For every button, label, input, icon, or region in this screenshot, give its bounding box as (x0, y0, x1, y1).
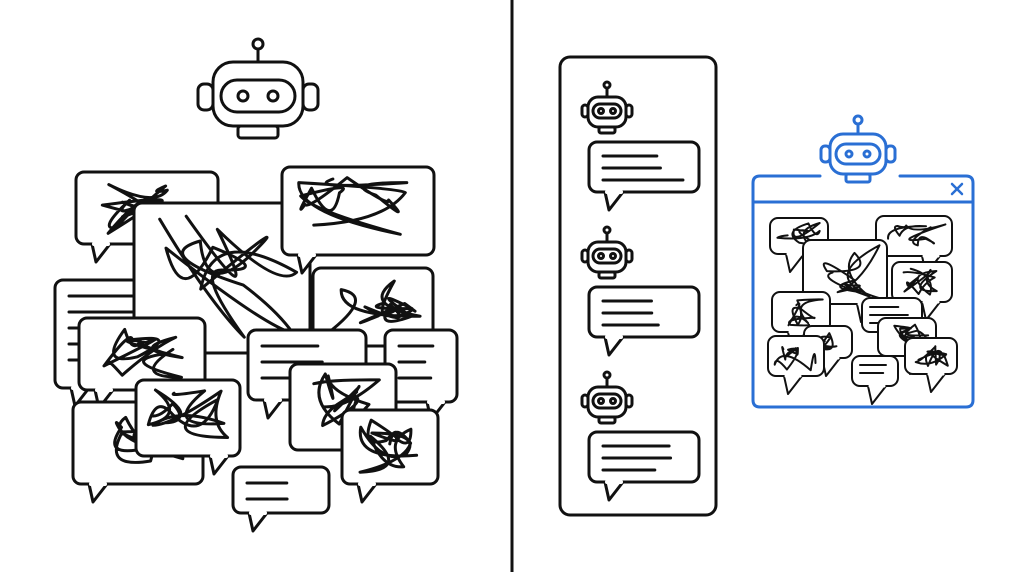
tangled-bubble-cluster (53, 165, 459, 533)
scribble (887, 223, 947, 247)
speech-bubble (851, 355, 899, 405)
speech-bubble (311, 266, 435, 366)
scribble (822, 244, 881, 300)
scribble (102, 327, 184, 379)
speech-bubble (767, 335, 825, 395)
close-icon[interactable] (950, 182, 964, 196)
scribble (297, 176, 409, 236)
speech-bubble (587, 430, 701, 502)
speech-bubble (231, 465, 331, 533)
robot-icon (580, 80, 634, 135)
scribble (312, 372, 381, 428)
speech-bubble (587, 285, 701, 357)
scribble (325, 279, 422, 336)
speech-bubble (904, 337, 958, 393)
scribble (146, 388, 230, 439)
speech-bubble (383, 328, 459, 422)
speech-bubble (587, 140, 701, 212)
scribble (158, 214, 299, 339)
speech-bubble (280, 165, 436, 275)
robot-icon (580, 225, 634, 280)
robot-icon (580, 370, 634, 425)
scribble (787, 298, 824, 327)
robot-icon (196, 37, 320, 140)
scribble (358, 418, 419, 474)
speech-bubble (134, 378, 242, 476)
scribble (773, 346, 817, 372)
speech-bubble (340, 408, 440, 504)
app-window (751, 174, 975, 409)
scribble (914, 345, 949, 367)
robot-icon (819, 114, 897, 184)
scribble (902, 267, 938, 296)
tangled-bubble-cluster-small (767, 215, 958, 405)
